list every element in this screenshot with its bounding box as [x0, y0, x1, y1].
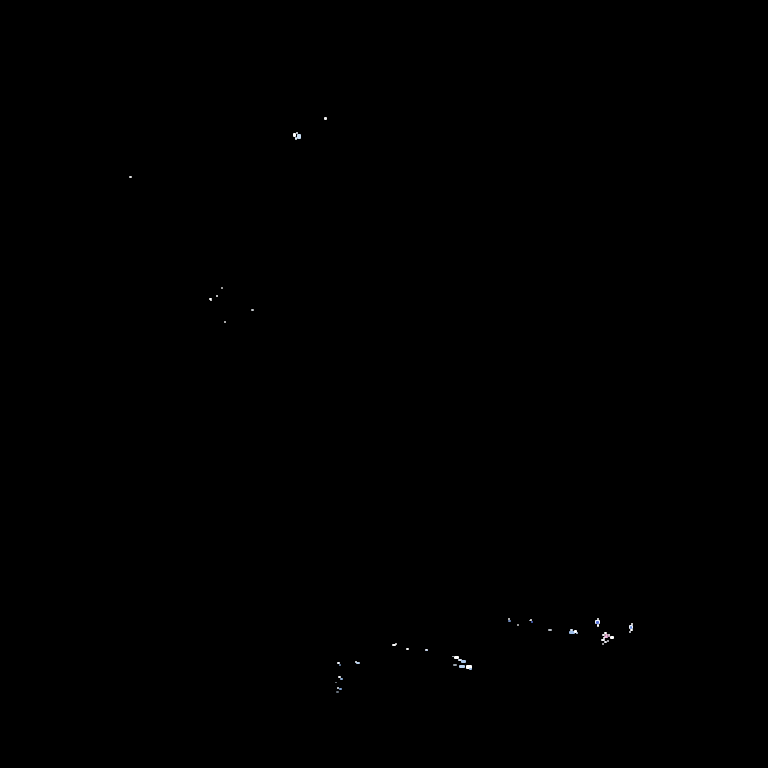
light-glint-center-2-px [517, 624, 519, 626]
light-glint-diagonal-streaks-px [452, 656, 454, 657]
light-glint-center-3-px [529, 620, 531, 621]
light-glint-pink-sparkle-px [608, 636, 610, 637]
star-glint-mid-5-px [224, 321, 226, 323]
light-glint-pink-sparkle-px [604, 636, 608, 638]
light-glint-diagonal-streaks-px [453, 664, 457, 666]
light-glint-lowerleft-3-px [340, 678, 343, 680]
light-glint-blue-blob-px [576, 632, 578, 634]
light-glint-pink-sparkle-px [604, 641, 607, 643]
star-glint-mid-3-px [210, 300, 212, 301]
light-glint-blue-blob-px [570, 629, 573, 631]
star-glint-upper-blue-blob-px [295, 137, 297, 140]
light-glint-pink-sparkle-px [602, 634, 605, 636]
light-glint-pink-sparkle-px [603, 637, 605, 639]
light-glint-blue-diamond-2-px [630, 626, 632, 629]
light-glint-bottom-dash-1-px [395, 643, 397, 645]
light-glint-lowerleft-2-px [355, 661, 357, 663]
light-glint-diagonal-streaks-px [469, 668, 472, 670]
light-glint-lowerleft-5-px [339, 688, 342, 690]
light-glint-lowerleft-6-px [336, 691, 339, 693]
light-glint-pink-sparkle-px [608, 634, 610, 636]
light-glint-blue-blob-px [574, 630, 577, 633]
light-glint-diagonal-streaks-px [454, 656, 459, 659]
light-glint-blue-diamond-1-px [595, 620, 600, 624]
light-glint-blue-diamond-1-px [596, 621, 599, 624]
light-glint-center-1-px [508, 620, 511, 622]
star-glint-mid-1-px [221, 287, 223, 289]
light-glint-blue-diamond-2-px [629, 631, 631, 633]
light-glint-blue-diamond-2-px [630, 629, 633, 631]
light-glint-center-4-px [548, 629, 552, 631]
light-glint-bottom-dash-3-px [426, 650, 428, 651]
light-glint-blue-diamond-1-px [597, 624, 599, 627]
light-glint-blue-diamond-1-px [597, 618, 599, 620]
star-glint-upper-blue-blob-px [293, 133, 296, 137]
light-glint-diagonal-streaks-px [459, 665, 465, 668]
light-glint-blue-diamond-2-px [629, 625, 633, 629]
star-glint-mid-4-px [251, 309, 254, 311]
star-glint-left-faint-px [129, 176, 132, 178]
light-glint-pink-sparkle-px [605, 634, 608, 636]
light-glint-lowerleft-2-px [356, 662, 360, 664]
light-glint-pink-sparkle-px [601, 639, 605, 641]
light-glint-lowerleft-3-px [338, 676, 341, 678]
light-glint-lowerleft-5-px [337, 687, 339, 689]
light-glint-lowerleft-1-px [339, 664, 341, 666]
light-glint-diagonal-streaks-px [461, 660, 466, 663]
light-glint-blue-blob-px [569, 631, 575, 634]
light-glint-pink-sparkle-px [610, 636, 614, 639]
light-glint-bottom-dash-2-px [406, 648, 409, 650]
star-glint-mid-2-px [216, 295, 218, 297]
light-glint-lowerleft-1-px [337, 662, 340, 664]
light-glint-diagonal-streaks-px [458, 659, 462, 661]
light-glint-center-3-px [530, 619, 532, 621]
light-glint-bottom-dash-1-px [392, 644, 396, 646]
light-glint-lowerleft-4-px [335, 682, 337, 683]
star-glint-upper-blue-blob-px [297, 134, 301, 139]
light-glint-diagonal-streaks-px [466, 665, 472, 669]
star-glint-upper-blue-blob-px [296, 132, 298, 134]
light-glint-blue-diamond-2-px [631, 623, 633, 625]
light-glint-pink-sparkle-px [604, 632, 607, 634]
star-glint-mid-3-px [209, 298, 212, 300]
light-glint-pink-sparkle-px [602, 643, 604, 645]
star-glint-upper-small-px [324, 117, 327, 120]
light-glint-pink-sparkle-px [607, 640, 609, 642]
light-glint-center-1-px [508, 618, 510, 620]
light-glint-bottom-dash-3-px [425, 649, 428, 651]
light-glint-center-3-px [531, 621, 533, 623]
